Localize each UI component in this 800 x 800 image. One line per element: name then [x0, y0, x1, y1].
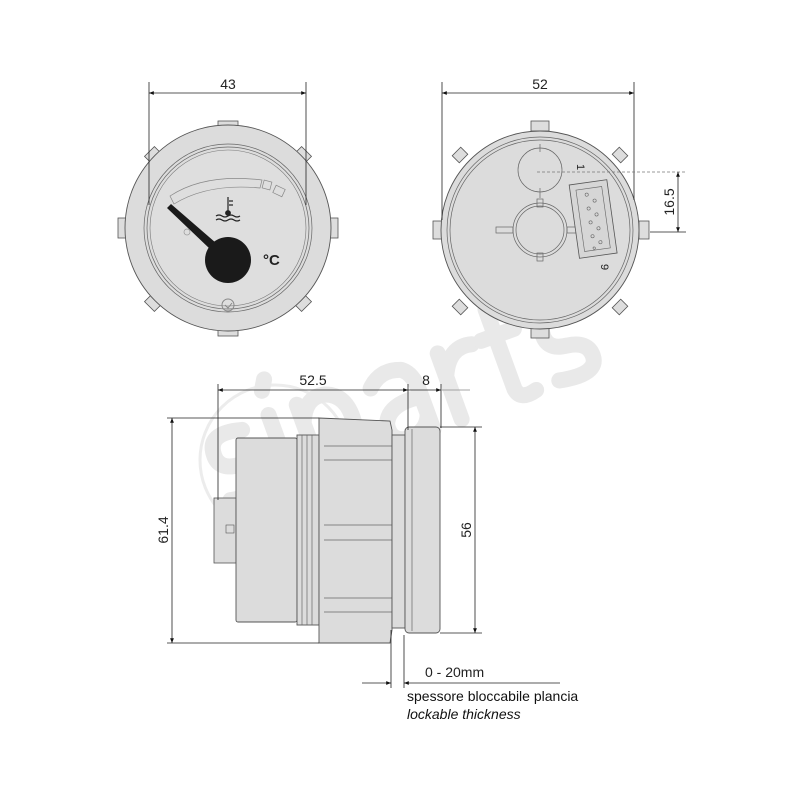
- back-view: 1 9 52 16.5: [432, 76, 686, 339]
- front-view: °C 43: [117, 76, 339, 337]
- threads: [296, 434, 320, 626]
- dim-bezel-height: 56: [458, 522, 474, 538]
- dim-bezel-depth: 8: [422, 372, 430, 388]
- needle-hub: [205, 237, 251, 283]
- dim-back-width: 52: [532, 76, 548, 92]
- rear-boss-large: [495, 198, 585, 262]
- dim-flange-height: 61.4: [155, 516, 171, 543]
- rear-housing: [235, 437, 298, 623]
- flange: [318, 417, 393, 644]
- side-view: 52.5 8 61.4 56 0 - 20mm spessore bloccab…: [155, 372, 578, 722]
- dim-panel-range: 0 - 20mm: [425, 664, 484, 680]
- rear-boss-small: [517, 144, 563, 198]
- brand-logo-icon: [221, 298, 235, 312]
- dim-connector-offset: 16.5: [661, 188, 677, 215]
- connector-9-pin: [568, 179, 618, 259]
- coolant-temperature-icon: [215, 197, 241, 222]
- note-english: lockable thickness: [407, 706, 521, 722]
- dim-depth: 52.5: [299, 372, 326, 388]
- front-bezel: [404, 426, 441, 634]
- needle: [167, 204, 216, 249]
- unit-label: °C: [263, 252, 280, 269]
- note-italian: spessore bloccabile plancia: [407, 688, 578, 704]
- dial-scale-arc: [169, 178, 263, 205]
- dim-front-width: 43: [220, 76, 236, 92]
- rear-connector: [213, 497, 237, 564]
- pin-1-label: 1: [574, 164, 586, 170]
- pin-9-label: 9: [598, 264, 610, 270]
